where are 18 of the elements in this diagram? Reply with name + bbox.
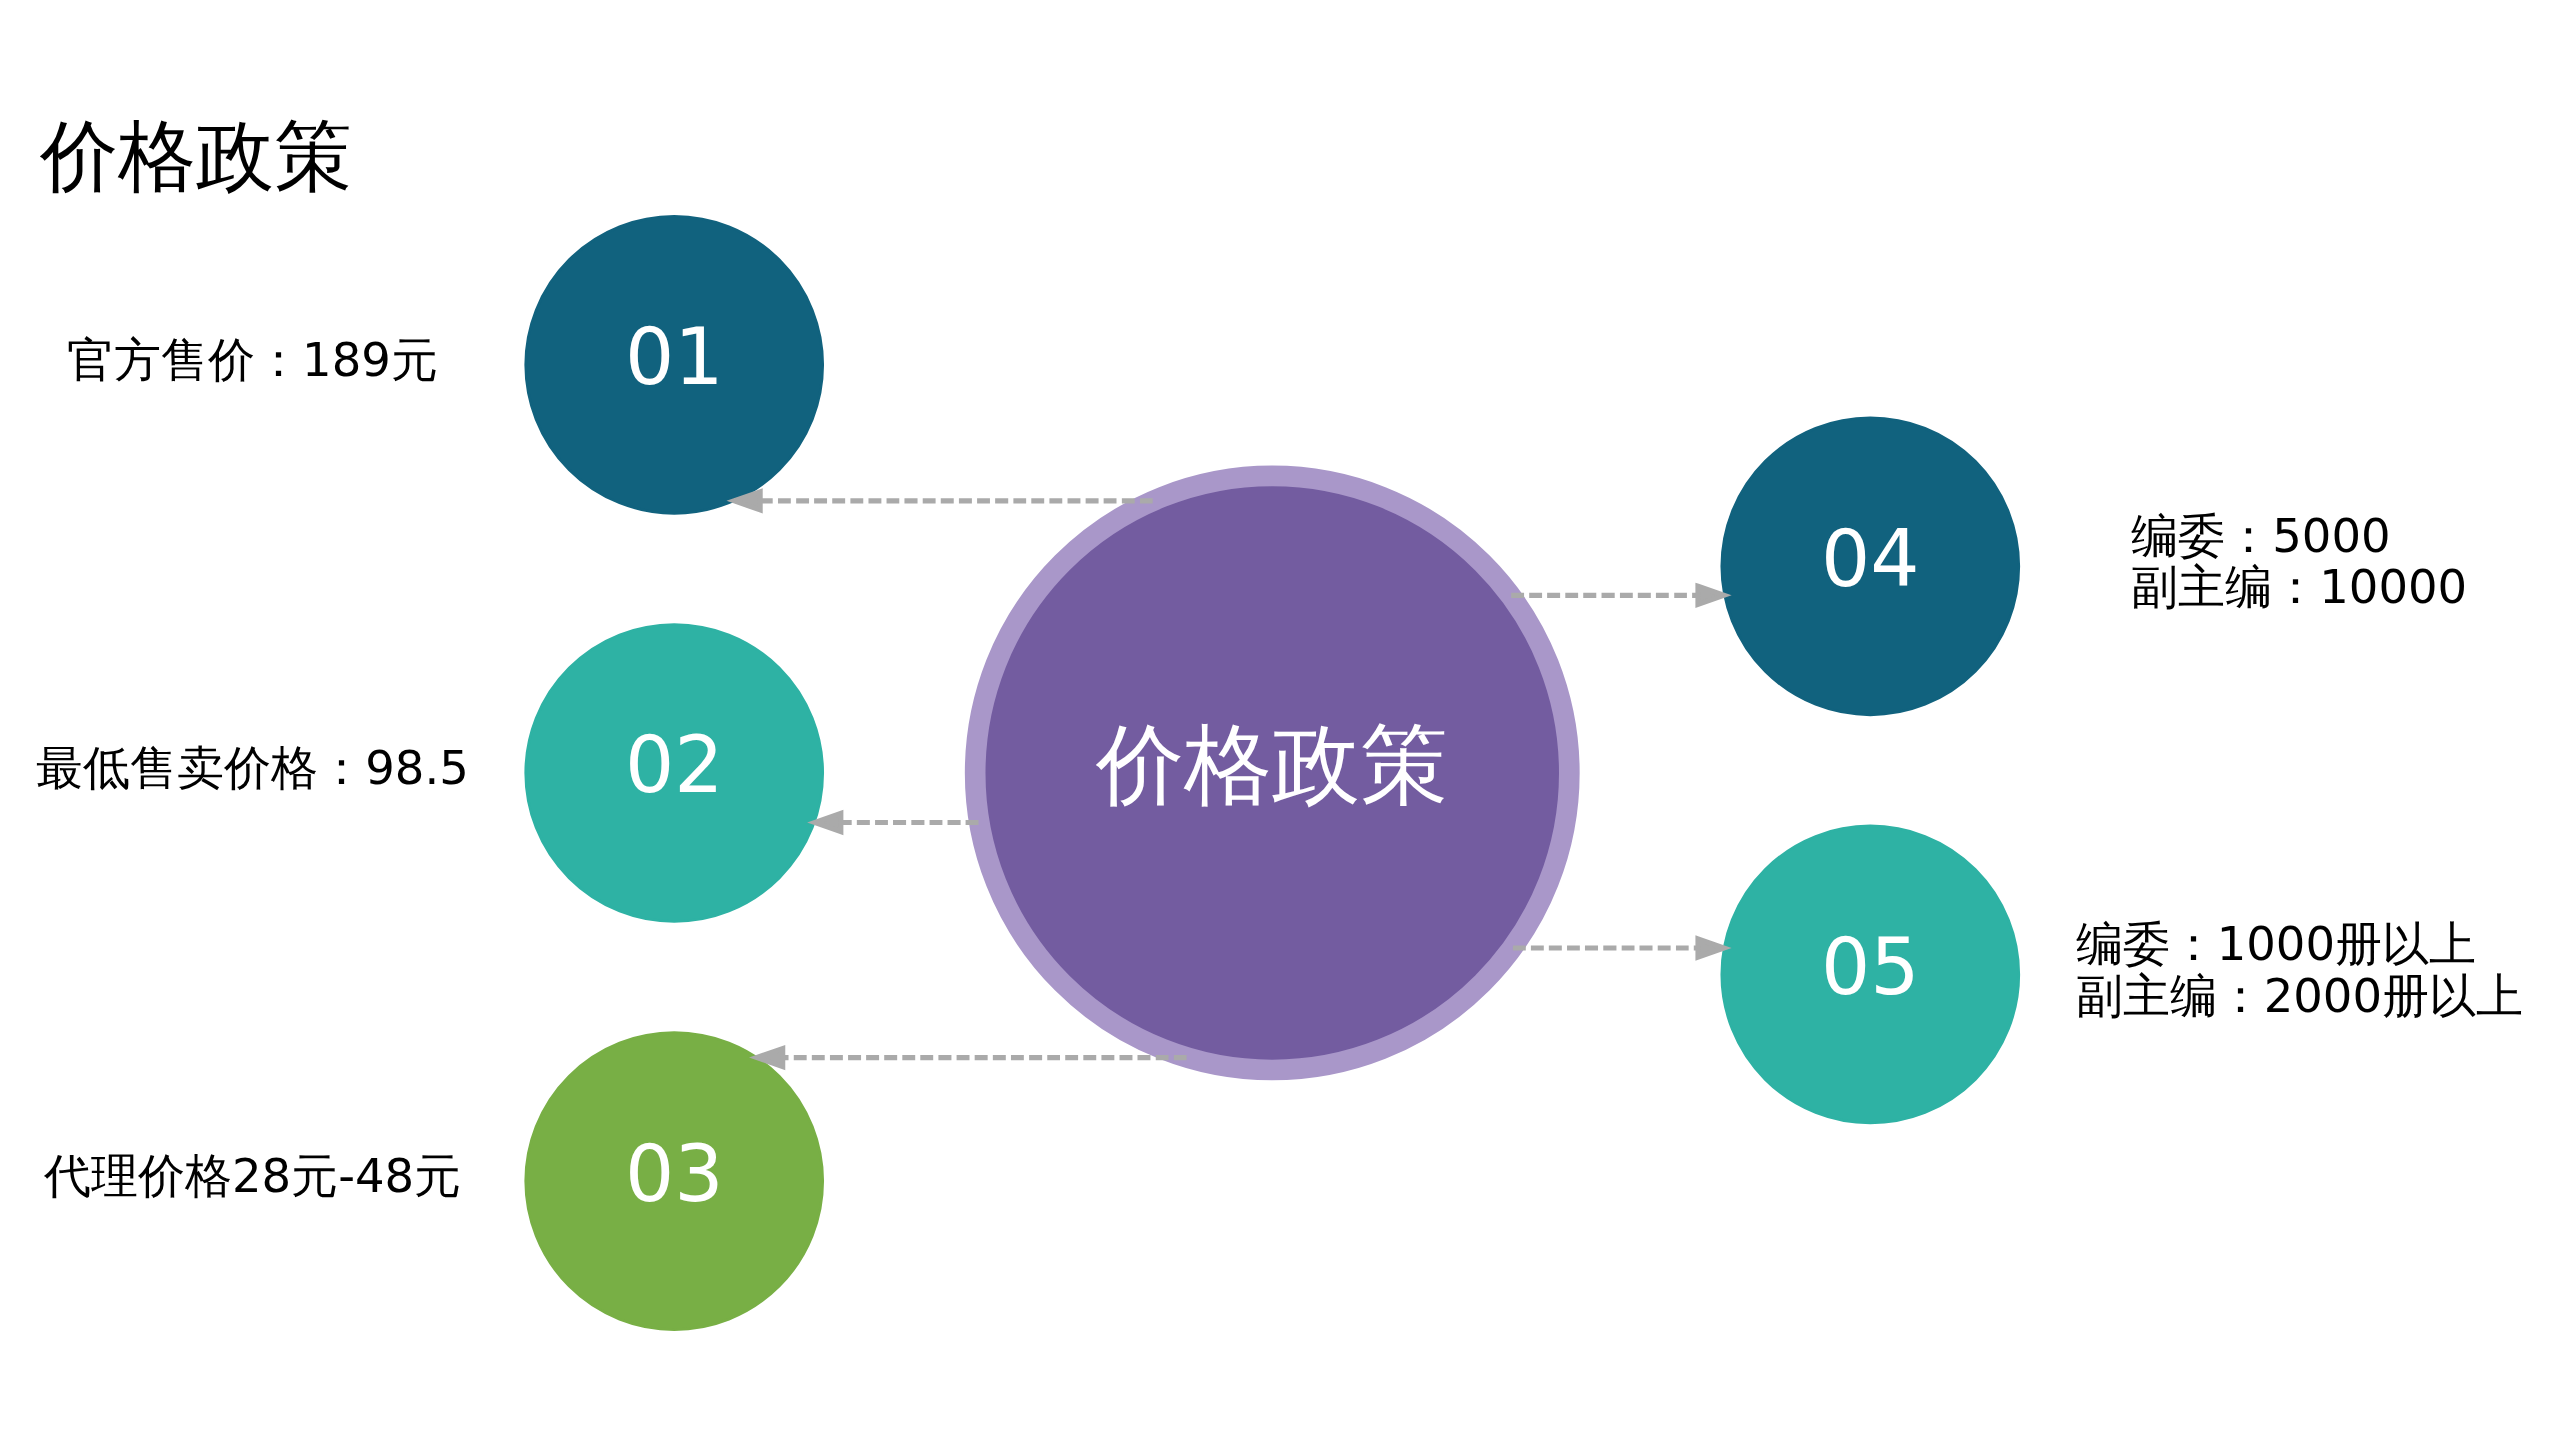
node-label: 代理价格28元-48元 xyxy=(43,1149,462,1204)
arrow xyxy=(1512,935,1732,961)
node-label: 官方售价：189元 xyxy=(67,333,438,388)
node-circle: 04 xyxy=(1720,416,2021,717)
node-label: 副主编：2000册以上 xyxy=(2075,968,2524,1023)
node-circle: 03 xyxy=(524,1031,825,1331)
node-label: 最低售卖价格：98.5 xyxy=(36,741,469,796)
arrow xyxy=(726,488,1153,514)
arrow xyxy=(807,809,979,836)
node-circle: 05 xyxy=(1720,824,2021,1125)
node-label: 编委：5000 xyxy=(2131,508,2391,563)
arrow xyxy=(1511,582,1732,609)
node-label: 编委：1000册以上 xyxy=(2075,916,2477,971)
arrow xyxy=(749,1044,1187,1071)
diagram-title: 价格政策 xyxy=(40,110,353,201)
node-circle: 价格政策 xyxy=(964,465,1580,1081)
node-circle: 02 xyxy=(524,623,825,923)
node-label: 副主编：10000 xyxy=(2131,560,2468,615)
